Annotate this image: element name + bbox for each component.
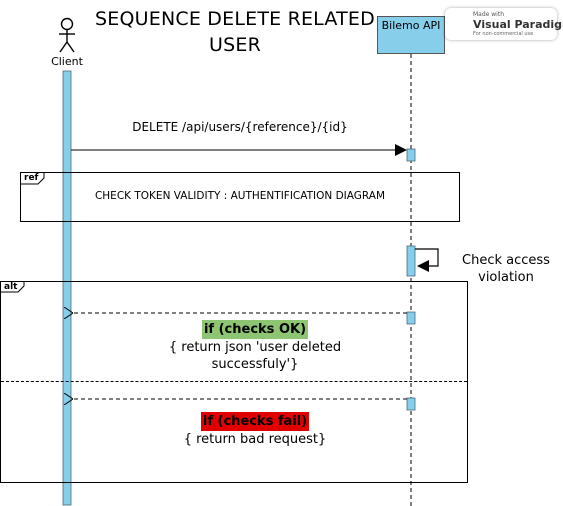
client-activation-bar [62, 70, 72, 506]
alt-fragment-tag: alt [4, 282, 18, 292]
ref-fragment-tag: ref [24, 173, 39, 183]
fail-condition: if (checks fail) [200, 412, 310, 431]
alt-fragment: alt [0, 281, 468, 483]
api-activation-2 [406, 245, 416, 277]
badge-made-with: Made with [473, 11, 504, 18]
diagram-title-line2: USER [209, 34, 261, 56]
api-activation-3 [406, 311, 416, 325]
api-activation-1 [406, 148, 416, 162]
api-lifeline-head: Bilemo API [377, 16, 445, 54]
ref-tab-corner [20, 172, 45, 185]
self-message-line2: violation [478, 270, 534, 285]
diagram-title: SEQUENCE DELETE RELATED USER [75, 6, 395, 58]
client-lifeline-label: Client [51, 55, 83, 68]
api-lifeline-label: Bilemo API [381, 19, 441, 32]
ok-return-line2: successfuly'} [211, 357, 299, 372]
ref-fragment-text: CHECK TOKEN VALIDITY : AUTHENTIFICATION … [94, 190, 386, 202]
badge-brand: Visual Paradigm [473, 18, 563, 31]
alt-operand-divider [1, 381, 467, 382]
ok-operand: if (checks OK) { return json 'user delet… [130, 320, 380, 373]
self-message-arrow [415, 248, 439, 272]
delete-request-label: DELETE /api/users/{reference}/{id} [132, 120, 348, 134]
alt-tab-corner [0, 281, 25, 293]
ok-condition: if (checks OK) [201, 320, 309, 339]
self-message-label: Check access violation [455, 252, 557, 286]
api-activation-4 [406, 397, 416, 411]
client-actor-icon [59, 17, 75, 53]
fail-return-line1: { return bad request} [183, 432, 327, 447]
ref-fragment: ref CHECK TOKEN VALIDITY : AUTHENTIFICAT… [20, 172, 460, 222]
visual-paradigm-badge: Made with Visual Paradigm For non-commer… [445, 8, 563, 40]
badge-note: For non-commercial use [473, 31, 534, 37]
diagram-title-line1: SEQUENCE DELETE RELATED [95, 8, 375, 30]
fail-operand: if (checks fail) { return bad request} [130, 412, 380, 448]
ok-return-line1: { return json 'user deleted [168, 340, 342, 355]
self-message-line1: Check access [462, 253, 550, 268]
